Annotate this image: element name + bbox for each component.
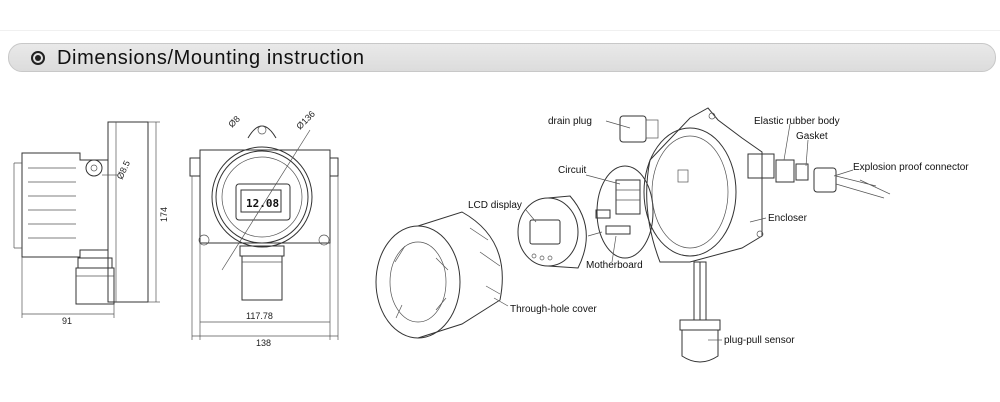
- dim-front-hole: Ø8: [226, 114, 242, 130]
- label-drain-plug: drain plug: [548, 116, 592, 127]
- label-gasket: Gasket: [796, 131, 828, 142]
- label-through-hole-cover: Through-hole cover: [510, 304, 597, 315]
- label-circuit: Circuit: [558, 165, 587, 176]
- dim-front-total-width: 138: [256, 338, 271, 348]
- bullseye-icon: [31, 51, 45, 65]
- dim-front-diameter: Ø136: [294, 109, 317, 132]
- dim-front-inner-width: 117.78: [246, 311, 273, 321]
- label-encloser: Encloser: [768, 213, 808, 224]
- label-explosion-proof-connector: Explosion proof connector: [853, 162, 969, 173]
- exploded-view: [375, 107, 891, 363]
- section-title: Dimensions/Mounting instruction: [57, 47, 365, 69]
- dim-side-height: 174: [159, 207, 169, 222]
- section-header: Dimensions/Mounting instruction: [8, 43, 996, 72]
- dim-side-width: 91: [62, 316, 72, 326]
- label-elastic-rubber-body: Elastic rubber body: [754, 116, 840, 127]
- label-plug-pull-sensor: plug-pull sensor: [724, 335, 795, 346]
- top-strip: [0, 0, 1000, 31]
- side-view: [13, 121, 160, 318]
- front-view: [189, 125, 339, 340]
- label-lcd-display: LCD display: [468, 200, 522, 211]
- lcd-readout: 12.08: [246, 197, 279, 210]
- dim-side-hole: Ø8.5: [115, 159, 132, 181]
- label-motherboard: Motherboard: [586, 260, 643, 271]
